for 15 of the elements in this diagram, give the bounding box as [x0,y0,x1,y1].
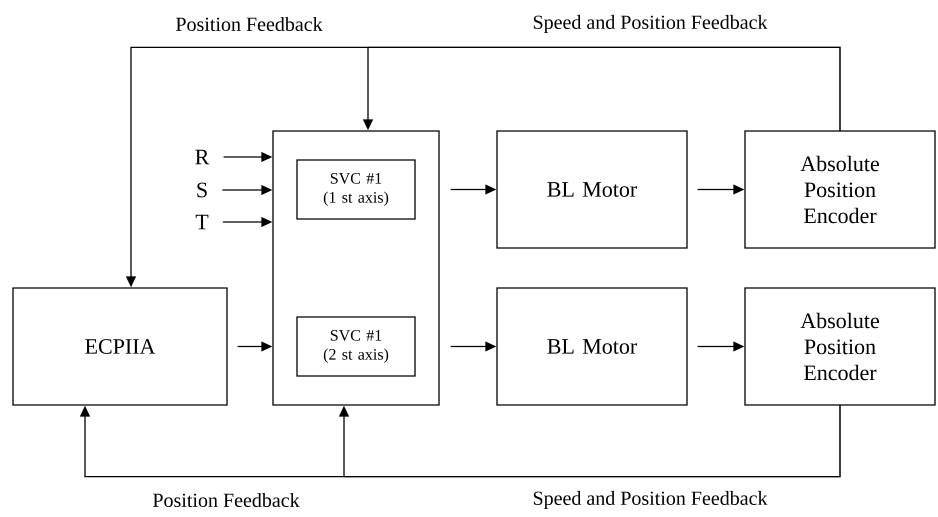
line-label: Position Feedback [152,492,300,508]
motor-box: BL Motor [496,130,688,249]
line-label: Speed and Position Feedback [534,14,768,34]
controller-box: SVC #1 (1 st axis) [296,159,416,220]
controller-box: ECPIIA [12,287,228,406]
phase-label: T [196,214,208,230]
motor-box: BL Motor [496,287,688,406]
phase-label: S [197,182,207,198]
line-label: Speed and Position Feedback [534,490,768,510]
feedback-arrow [338,406,841,478]
controller-box: SVC #1 (2 st axis) [296,316,416,377]
phase-label: R [195,150,210,164]
encoder-box: Absolute Position Encoder [744,130,936,249]
line-label: Position Feedback [176,16,323,32]
encoder-box: Absolute Position Encoder [744,287,936,406]
